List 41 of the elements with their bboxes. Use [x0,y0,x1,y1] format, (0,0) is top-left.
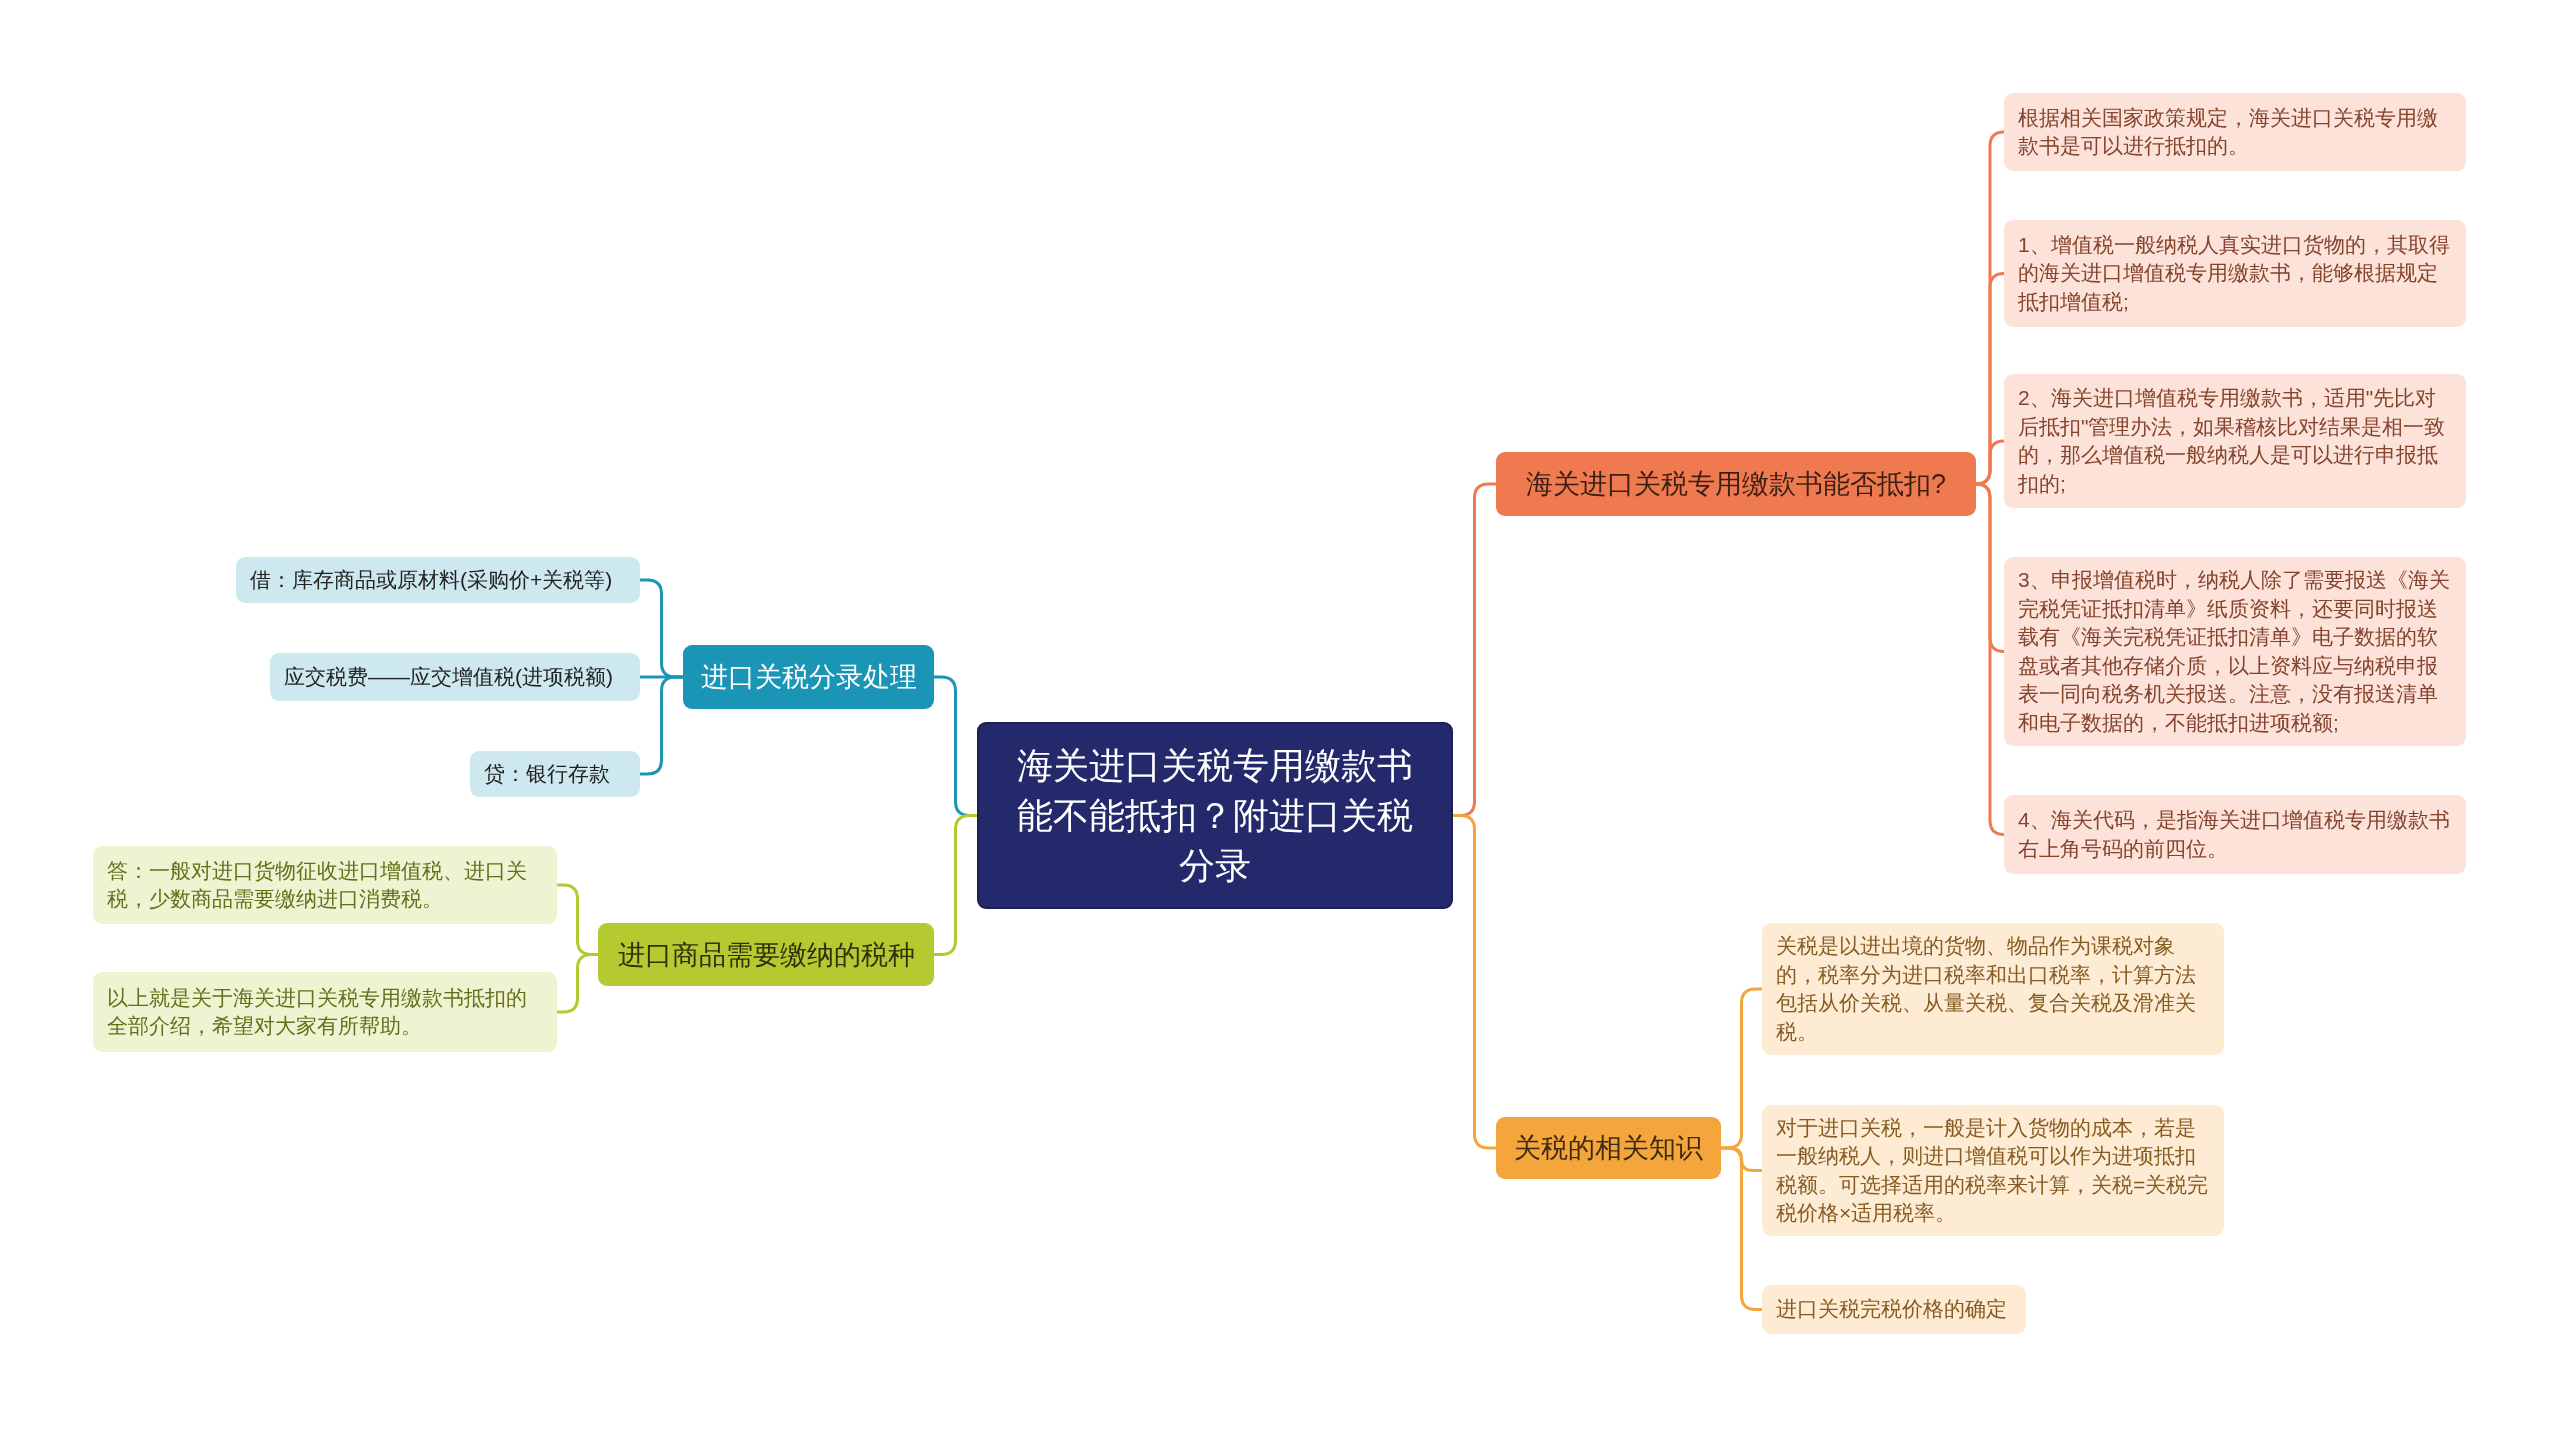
topic-text: 海关进口关税专用缴款书能不能抵扣？附进口关税分录 [1016,743,1414,888]
topic-text: 对于进口关税，一般是计入货物的成本，若是一般纳税人，则进口增值税可以作为进项抵扣税额。可选择适用的税率来计算，关税=关税完税价格×适用税率。 [1776,1114,2210,1226]
subtopic-box [93,972,557,1052]
subtopic-box [2004,557,2466,746]
connector-line [934,814,977,956]
subtopic-box [470,751,640,797]
subtopic-box [2004,374,2466,508]
topic-text: 海关进口关税专用缴款书能否抵扣? [1526,468,1946,501]
branch-topic-box [1496,1117,1721,1179]
subtopic-box [2004,795,2466,874]
branch-topic-box [598,923,934,986]
topic-text: 关税的相关知识 [1514,1132,1703,1165]
topic-text: 应交税费——应交增值税(进项税额) [284,663,613,690]
central-topic-box [977,722,1453,909]
connector-line [640,675,683,776]
topic-text: 进口关税完税价格的确定 [1776,1296,2007,1323]
topic-text: 2、海关进口增值税专用缴款书，适用"先比对后抵扣"管理办法，如果稽核比对结果是相一致的，那么增值税一般纳税人是可以进行申报抵扣的; [2018,385,2447,497]
topic-text: 以上就是关于海关进口关税专用缴款书抵扣的全部介绍，希望对大家有所帮助。 [107,984,528,1039]
topic-text: 答：一般对进口货物征收进口增值税、进口关税，少数商品需要缴纳进口消费税。 [107,857,528,912]
subtopic-box [1762,1285,2026,1334]
subtopic-box [1762,923,2224,1055]
subtopic-box [236,557,640,603]
topic-text: 3、申报增值税时，纳税人除了需要报送《海关完税凭证抵扣清单》纸质资料，还要同时报送载有《海关完税凭证抵扣清单》电子数据的软盘或者其他存储介质，以上资料应与纳税申报表一同向税务机关报送。注意，没有报送清单和电子数据的，不能抵扣进项税额; [2018,567,2451,736]
subtopic-box [270,653,640,701]
topic-text: 进口商品需要缴纳的税种 [617,938,915,972]
branch-topic-box [1496,452,1976,516]
subtopic-box [2004,220,2466,327]
topic-text: 根据相关国家政策规定，海关进口关税专用缴款书是可以进行抵扣的。 [2018,104,2439,159]
connector-line [1974,482,2006,836]
branch-topic-box [683,645,934,709]
topic-text: 关税是以进出境的货物、物品作为课税对象的，税率分为进口税率和出口税率，计算方法包括从价关税、从量关税、复合关税及滑准关税。 [1776,933,2197,1045]
topic-text: 4、海关代码，是指海关进口增值税专用缴款书右上角号码的前四位。 [2018,807,2451,862]
topic-text: 1、增值税一般纳税人真实进口货物的，其取得的海关进口增值税专用缴款书，能够根据规定抵扣增值税; [2018,231,2451,315]
connector-line [1721,1146,1762,1311]
topic-text: 贷：银行存款 [484,760,610,787]
topic-text: 进口关税分录处理 [700,661,917,694]
topic-text: 借：库存商品或原材料(采购价+关税等) [250,566,613,593]
subtopic-box [2004,93,2466,171]
connector-line [1453,814,1496,1150]
subtopic-box [93,846,557,924]
subtopic-box [1762,1105,2224,1236]
